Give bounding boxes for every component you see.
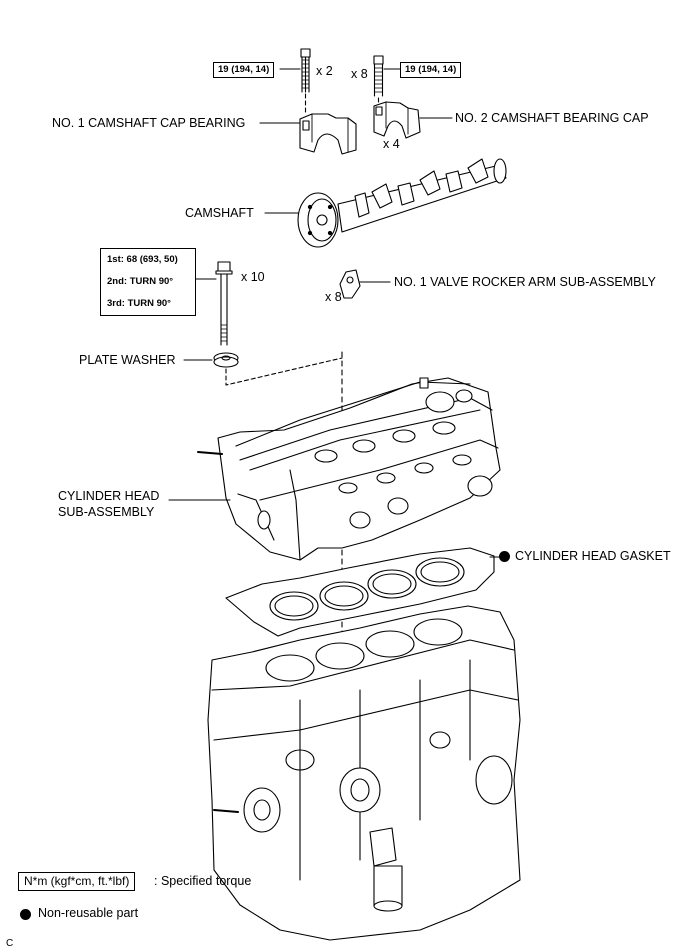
qty-cap2-bolts: x 8 [351, 67, 368, 81]
valve-rocker-arm-drawing [339, 269, 391, 299]
cylinder-head-gasket-drawing [225, 547, 501, 637]
cap-bolt-right [373, 55, 384, 111]
qty-cap1-bolts: x 2 [316, 64, 333, 78]
label-cylinder-head-line2: SUB-ASSEMBLY [58, 505, 155, 519]
torque-step-3: 3rd: TURN 90° [107, 298, 171, 309]
plate-washer-drawing [183, 352, 343, 386]
head-bolt-torque-steps: 1st: 68 (693, 50) 2nd: TURN 90° 3rd: TUR… [100, 248, 196, 316]
cylinder-head-bolt [195, 261, 233, 346]
label-cylinder-head-line1: CYLINDER HEAD [58, 489, 160, 503]
label-head-gasket: CYLINDER HEAD GASKET [515, 549, 671, 563]
cylinder-block-drawing [207, 605, 521, 941]
legend-unit-desc: : Specified torque [154, 874, 252, 888]
label-cap-bearing-1: NO. 1 CAMSHAFT CAP BEARING [52, 116, 246, 130]
qty-head-bolts: x 10 [241, 270, 265, 284]
legend-non-reusable-dot [20, 909, 31, 920]
qty-rocker-arm: x 8 [325, 290, 342, 304]
cylinder-head-drawing [168, 377, 501, 561]
torque-box-cap2-bolts: 19 (194, 14) [400, 62, 462, 78]
camshaft-cap-bearing-1 [259, 113, 357, 155]
torque-step-1: 1st: 68 (693, 50) [107, 254, 178, 265]
camshaft-drawing [264, 158, 507, 248]
non-reusable-marker-gasket [499, 551, 510, 562]
torque-step-2: 2nd: TURN 90° [107, 276, 174, 287]
label-plate-washer: PLATE WASHER [79, 353, 176, 367]
label-bearing-cap-2: NO. 2 CAMSHAFT BEARING CAP [455, 111, 649, 125]
torque-box-cap1-bolts: 19 (194, 14) [213, 62, 275, 78]
qty-bearing-cap-2: x 4 [383, 137, 400, 151]
corner-code: C [6, 938, 14, 949]
legend-non-reusable-text: Non-reusable part [38, 906, 139, 920]
label-rocker-arm: NO. 1 VALVE ROCKER ARM SUB-ASSEMBLY [394, 275, 656, 289]
camshaft-bearing-cap-2 [373, 101, 453, 139]
legend-unit-box: N*m (kgf*cm, ft.*lbf) [18, 872, 136, 891]
cap-bolt-left [300, 48, 311, 116]
label-camshaft: CAMSHAFT [185, 206, 254, 220]
